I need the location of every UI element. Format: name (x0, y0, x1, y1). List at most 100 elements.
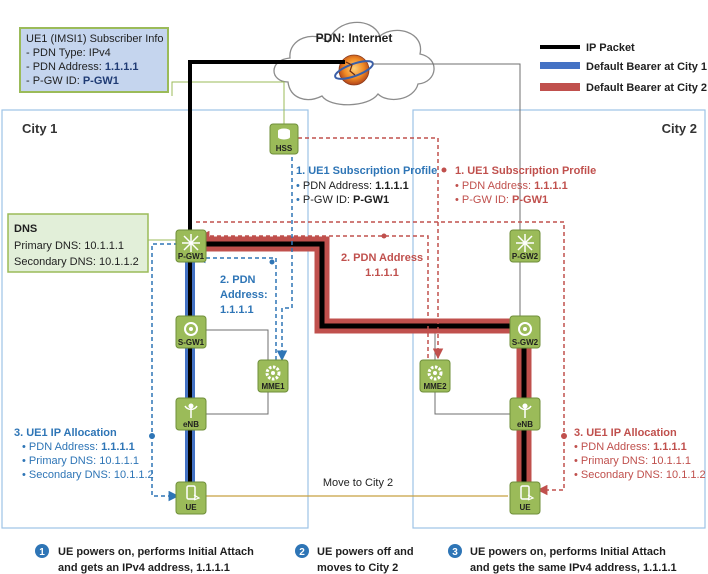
pgw1-to-ue2-arrow (196, 221, 565, 496)
ue2-node[interactable]: UE (509, 481, 541, 515)
subscriber-pgw-prefix: - P-GW ID: (26, 75, 83, 87)
mme1-node[interactable]: MME1 (257, 359, 289, 393)
bottom-step-3: 3 UE powers on, performs Initial Attach … (448, 544, 677, 574)
bottom-step-1-num: 1 (39, 547, 45, 558)
legend-ip-packet: IP Packet (586, 42, 635, 54)
subscriber-info-box: UE1 (IMSI1) Subscriber Info - PDN Type: … (19, 27, 169, 93)
city1-label: City 1 (22, 121, 57, 136)
city2-label: City 2 (662, 121, 697, 136)
sgw2-node[interactable]: S-GW2 (509, 315, 541, 349)
step2-city1-line1: 2. PDN (220, 274, 256, 286)
enb1-label: eNB (183, 420, 199, 429)
step1-city1-pgw: • P-GW ID: P-GW1 (296, 194, 389, 206)
enb1-node[interactable]: eNB (175, 397, 207, 431)
bottom-step-1-line2: and gets an IPv4 address, 1.1.1.1 (58, 562, 230, 574)
subscriber-pgw-value: P-GW1 (83, 75, 119, 87)
step2-city2-dot (381, 233, 387, 239)
bottom-step-3-line2: and gets the same IPv4 address, 1.1.1.1 (470, 562, 677, 574)
step2-city2-line2: 1.1.1.1 (365, 267, 399, 279)
pgw2-node[interactable]: P-GW2 (509, 229, 541, 263)
step3-city1-secondary: • Secondary DNS: 10.1.1.2 (22, 469, 154, 481)
step3-city1-secondary-text: Secondary DNS: 10.1.1.2 (29, 469, 154, 481)
gear-icon (427, 365, 443, 381)
enb2-label: eNB (517, 420, 533, 429)
step3-city1-primary: • Primary DNS: 10.1.1.1 (22, 455, 139, 467)
step3-city1-pdn-prefix: PDN Address: (29, 441, 101, 453)
pgw1-node[interactable]: P-GW1 (175, 229, 207, 263)
subscriber-hss-link (171, 81, 285, 124)
step3-city2-annotation: 3. UE1 IP Allocation • PDN Address: 1.1.… (574, 427, 706, 481)
dns-title: DNS (14, 223, 37, 235)
step3-city2-dot (561, 433, 567, 439)
mme2-to-pgw1-arrow (198, 230, 429, 358)
step1-city1-pgw-value: P-GW1 (353, 194, 389, 206)
bottom-step-2: 2 UE powers off and moves to City 2 (295, 544, 414, 574)
step3-city2-secondary: • Secondary DNS: 10.1.1.2 (574, 469, 706, 481)
dns-primary: Primary DNS: 10.1.1.1 (14, 240, 124, 252)
step1-city2-pgw: • P-GW ID: P-GW1 (455, 194, 548, 206)
step3-city2-pdn: • PDN Address: 1.1.1.1 (574, 441, 687, 453)
step2-city1-annotation: 2. PDN Address: 1.1.1.1 (220, 274, 268, 316)
database-icon (278, 128, 290, 140)
mme1-to-pgw1-arrow (194, 252, 277, 360)
phone-icon (520, 485, 535, 501)
globe-icon (334, 54, 374, 86)
hss-node[interactable]: HSS (269, 123, 299, 155)
subscriber-pdn-prefix: - PDN Address: (26, 61, 105, 73)
sgw1-node[interactable]: S-GW1 (175, 315, 207, 349)
step3-city2-secondary-text: Secondary DNS: 10.1.1.2 (581, 469, 706, 481)
pgw1-to-ue1-arrow (151, 243, 180, 502)
step1-city1-title: 1. UE1 Subscription Profile (296, 165, 437, 177)
subscriber-info-line3: - P-GW ID: P-GW1 (26, 75, 119, 87)
gateway-icon (184, 322, 198, 336)
step1-city1-annotation: 1. UE1 Subscription Profile • PDN Addres… (296, 165, 437, 206)
bottom-step-2-line2: moves to City 2 (317, 562, 398, 574)
sgw2-label: S-GW2 (512, 338, 539, 347)
step1-city1-pdn-prefix: PDN Address: (303, 180, 375, 192)
hss-label: HSS (276, 144, 293, 153)
step2-city1-line2: Address: (220, 289, 268, 301)
step3-city1-pdn-value: 1.1.1.1 (101, 441, 135, 453)
bottom-step-3-line1: UE powers on, performs Initial Attach (470, 546, 666, 558)
gateway-icon (518, 322, 532, 336)
step3-city2-primary-text: Primary DNS: 10.1.1.1 (581, 455, 691, 467)
antenna-icon (518, 403, 532, 418)
step3-city2-title: 3. UE1 IP Allocation (574, 427, 677, 439)
subscriber-info-title: UE1 (IMSI1) Subscriber Info (26, 33, 164, 45)
subscriber-info-line1: - PDN Type: IPv4 (26, 47, 111, 59)
step1-city2-pgw-prefix: P-GW ID: (462, 194, 512, 206)
step2-city2-annotation: 2. PDN Address 1.1.1.1 (341, 252, 423, 279)
pdn-label: PDN: Internet (316, 31, 393, 45)
step1-city1-pdn: • PDN Address: 1.1.1.1 (296, 180, 409, 192)
bottom-step-3-num: 3 (452, 547, 458, 558)
hss-to-mme1-arrow (276, 136, 293, 362)
gear-icon (265, 365, 281, 381)
ue2-label: UE (519, 503, 531, 512)
ue1-label: UE (185, 503, 197, 512)
step3-city1-title: 3. UE1 IP Allocation (14, 427, 117, 439)
step2-city1-line3: 1.1.1.1 (220, 304, 254, 316)
enb2-node[interactable]: eNB (509, 397, 541, 431)
bottom-step-1-line1: UE powers on, performs Initial Attach (58, 546, 254, 558)
step3-city2-primary: • Primary DNS: 10.1.1.1 (574, 455, 691, 467)
legend-bearer-city1: Default Bearer at City 1 (586, 61, 707, 73)
sgw1-label: S-GW1 (178, 338, 205, 347)
hss-to-mme2-arrow (298, 137, 444, 360)
pgw2-label: P-GW2 (512, 252, 539, 261)
legend: IP Packet Default Bearer at City 1 Defau… (540, 42, 707, 94)
step3-city1-dot (149, 433, 155, 439)
step1-city2-title: 1. UE1 Subscription Profile (455, 165, 596, 177)
ue1-node[interactable]: UE (175, 481, 207, 515)
pgw1-label: P-GW1 (178, 252, 205, 261)
bottom-step-2-line1: UE powers off and (317, 546, 414, 558)
mme2-node[interactable]: MME2 (419, 359, 451, 393)
step1-city1-pgw-prefix: P-GW ID: (303, 194, 353, 206)
mme2-label: MME2 (423, 382, 447, 391)
step1-city2-pdn: • PDN Address: 1.1.1.1 (455, 180, 568, 192)
mme1-label: MME1 (261, 382, 285, 391)
step3-city1-primary-text: Primary DNS: 10.1.1.1 (29, 455, 139, 467)
antenna-icon (184, 403, 198, 418)
step2-city2-line1: 2. PDN Address (341, 252, 423, 264)
subscriber-pdn-value: 1.1.1.1 (105, 61, 139, 73)
